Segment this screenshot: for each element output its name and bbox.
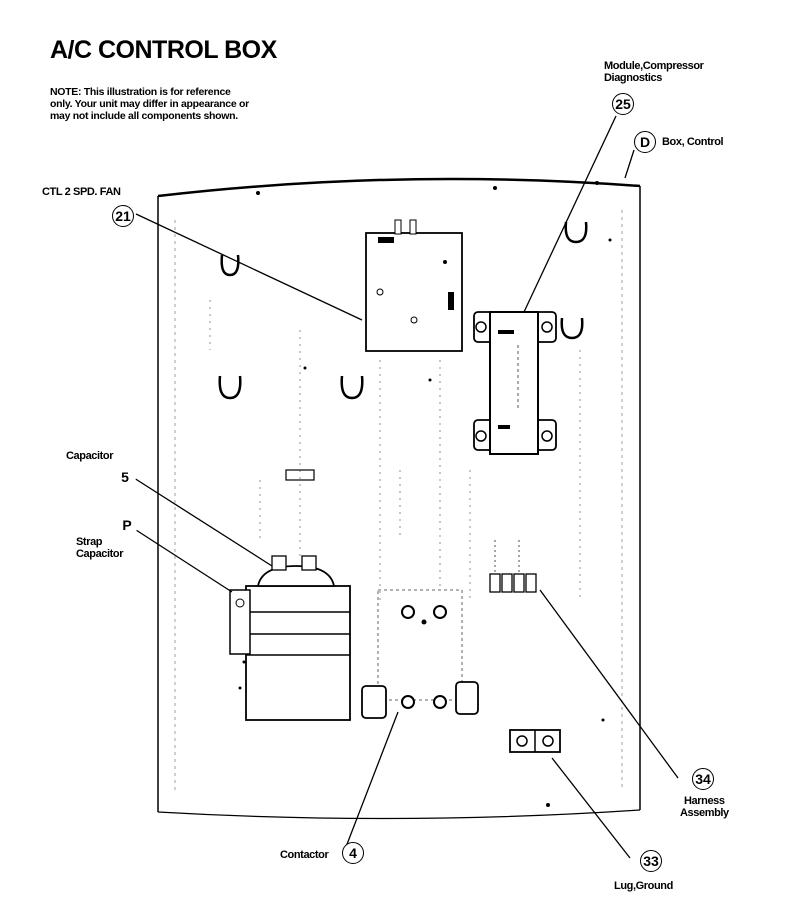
panel-holes [238,181,612,807]
callout-5: 5 [114,466,136,488]
mounting-clips [218,221,588,400]
capacitor-body [229,555,351,721]
interior-wiring [209,300,581,600]
callout-34: 34 [692,768,714,790]
control-box-panel [157,177,641,820]
ground-lug [509,729,561,753]
callout-25: 25 [612,93,634,115]
strap-capacitor-label-2: Capacitor [76,548,124,560]
reference-note: NOTE: This illustration is for reference… [50,86,249,122]
harness-assembly-label-2: Assembly [680,807,729,819]
callout-33: 33 [640,850,662,872]
compressor-module [473,311,557,455]
fan-control-board [365,219,463,352]
callout-21: 21 [112,205,134,227]
callout-p: P [116,514,138,536]
strap-capacitor-label-1: Strap [76,536,103,548]
capacitor-label: Capacitor [66,450,114,462]
lug-ground-label: Lug,Ground [614,880,673,892]
contactor-label: Contactor [280,849,329,861]
harness-assembly-label-1: Harness [684,795,725,807]
callout-d: D [634,131,656,153]
contactor-body [361,589,479,719]
ctl-fan-label: CTL 2 SPD. FAN [42,186,121,198]
diagram-title: A/C CONTROL BOX [50,36,277,64]
box-control-label: Box, Control [662,136,724,148]
harness-connector [489,540,537,593]
module-compressor-label-1: Module,Compressor [604,60,704,72]
callout-4: 4 [342,842,364,864]
small-relay [285,469,315,481]
leader-lines [133,115,679,859]
module-compressor-label-2: Diagnostics [604,72,662,84]
